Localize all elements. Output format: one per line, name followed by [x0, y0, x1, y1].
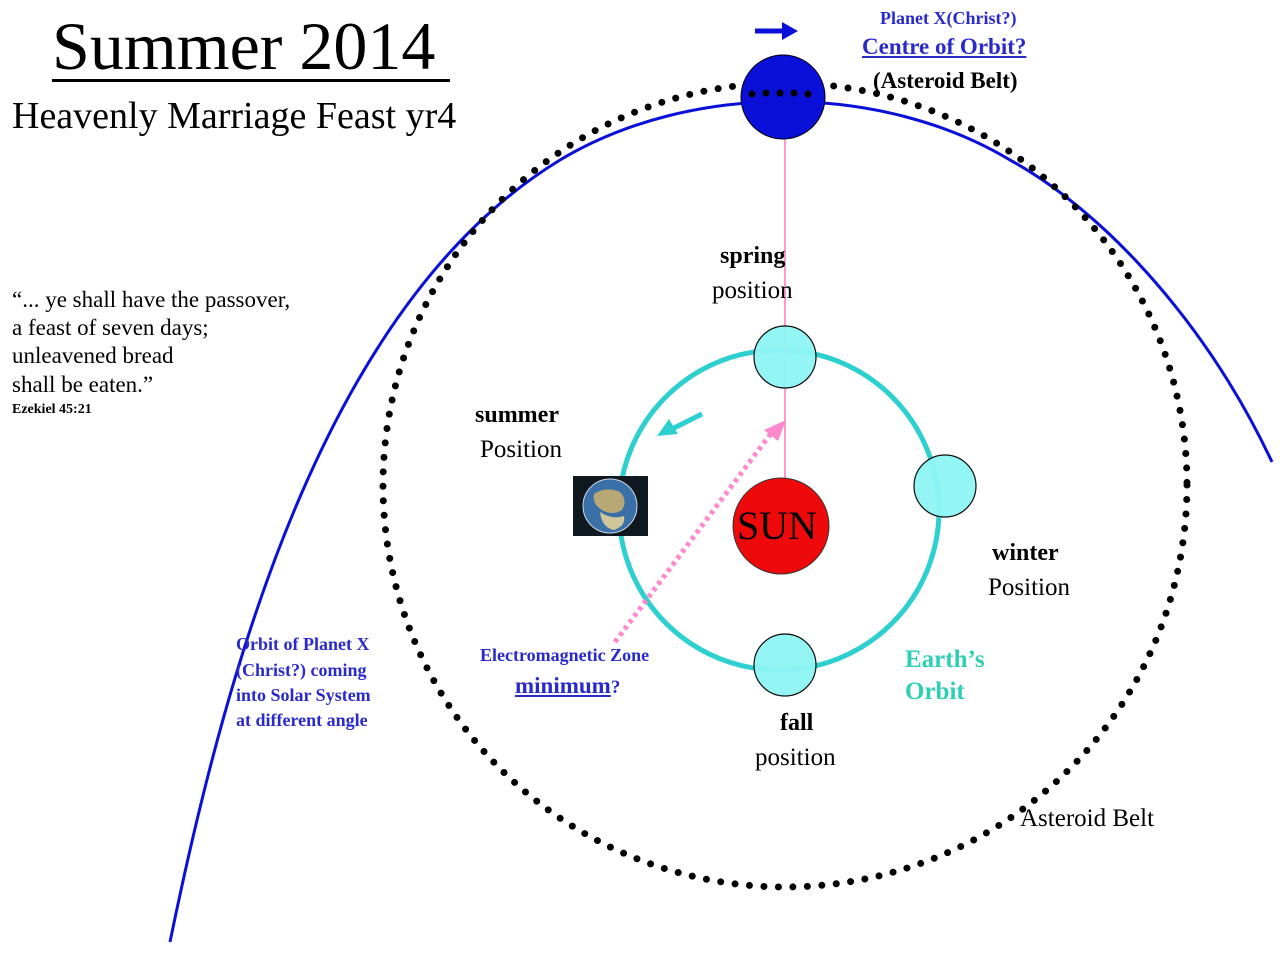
- earth-fall: [753, 633, 817, 697]
- asteroid-belt-ring: [379, 79, 1191, 891]
- orbit-planet-x-label-line: Orbit of Planet X: [236, 634, 370, 654]
- earth-winter: [913, 454, 977, 518]
- earth-globe-icon: [573, 476, 648, 536]
- earth-orbit-label-line: Orbit: [905, 678, 965, 705]
- em-zone-emphasis[interactable]: minimum: [515, 673, 611, 698]
- spring-position-label: position: [712, 277, 793, 304]
- quote-reference: Ezekiel 45:21: [12, 402, 92, 417]
- em-zone-suffix: ?: [610, 677, 621, 698]
- orbit-planet-x-label-line: into Solar System: [236, 685, 371, 705]
- fall-label: fall: [780, 710, 814, 736]
- sun: [732, 477, 830, 575]
- em-zone-emphasis-wrap: minimum?: [515, 673, 620, 699]
- spring-label: spring: [720, 243, 786, 269]
- quote-line: “... ye shall have the passover,: [12, 287, 291, 312]
- em-zone-arrow: [612, 430, 775, 644]
- em-zone-label: Electromagnetic Zone: [480, 645, 650, 665]
- planet-x-direction-arrow-icon: [755, 22, 798, 40]
- earth-spring: [753, 325, 817, 389]
- title-underline: [52, 79, 450, 82]
- planet-x-orbit-curve: [168, 100, 1274, 943]
- winter-label: winter: [992, 540, 1059, 566]
- orbit-planet-x-label-line: at different angle: [236, 710, 368, 730]
- quote-line: unleavened bread: [12, 343, 174, 368]
- earth-orbit-label-line: Earth’s: [905, 646, 985, 673]
- em-zone-arrowhead: [764, 420, 786, 441]
- winter-position-label: Position: [988, 574, 1070, 601]
- asteroid-belt-note: (Asteroid Belt): [873, 68, 1018, 93]
- earth-orbit-direction-arrow-icon: [657, 411, 704, 436]
- asteroid-belt-dots-over-planet-x: [748, 89, 812, 98]
- quote-line: shall be eaten.”: [12, 372, 154, 397]
- page-title: Summer 2014: [52, 8, 436, 84]
- summer-position-label: Position: [480, 436, 562, 463]
- orbit-planet-x-label-line: (Christ?) coming: [236, 660, 367, 680]
- quote-line: a feast of seven days;: [12, 315, 209, 340]
- planet-x: [740, 54, 826, 140]
- centre-of-orbit-link[interactable]: Centre of Orbit?: [862, 34, 1027, 59]
- fall-position-label: position: [755, 744, 836, 771]
- page-subtitle: Heavenly Marriage Feast yr4: [12, 95, 457, 137]
- asteroid-belt-label: Asteroid Belt: [1020, 805, 1155, 832]
- summer-label: summer: [475, 402, 559, 428]
- planet-x-label: Planet X(Christ?): [880, 8, 1017, 28]
- sun-label: SUN: [737, 503, 818, 548]
